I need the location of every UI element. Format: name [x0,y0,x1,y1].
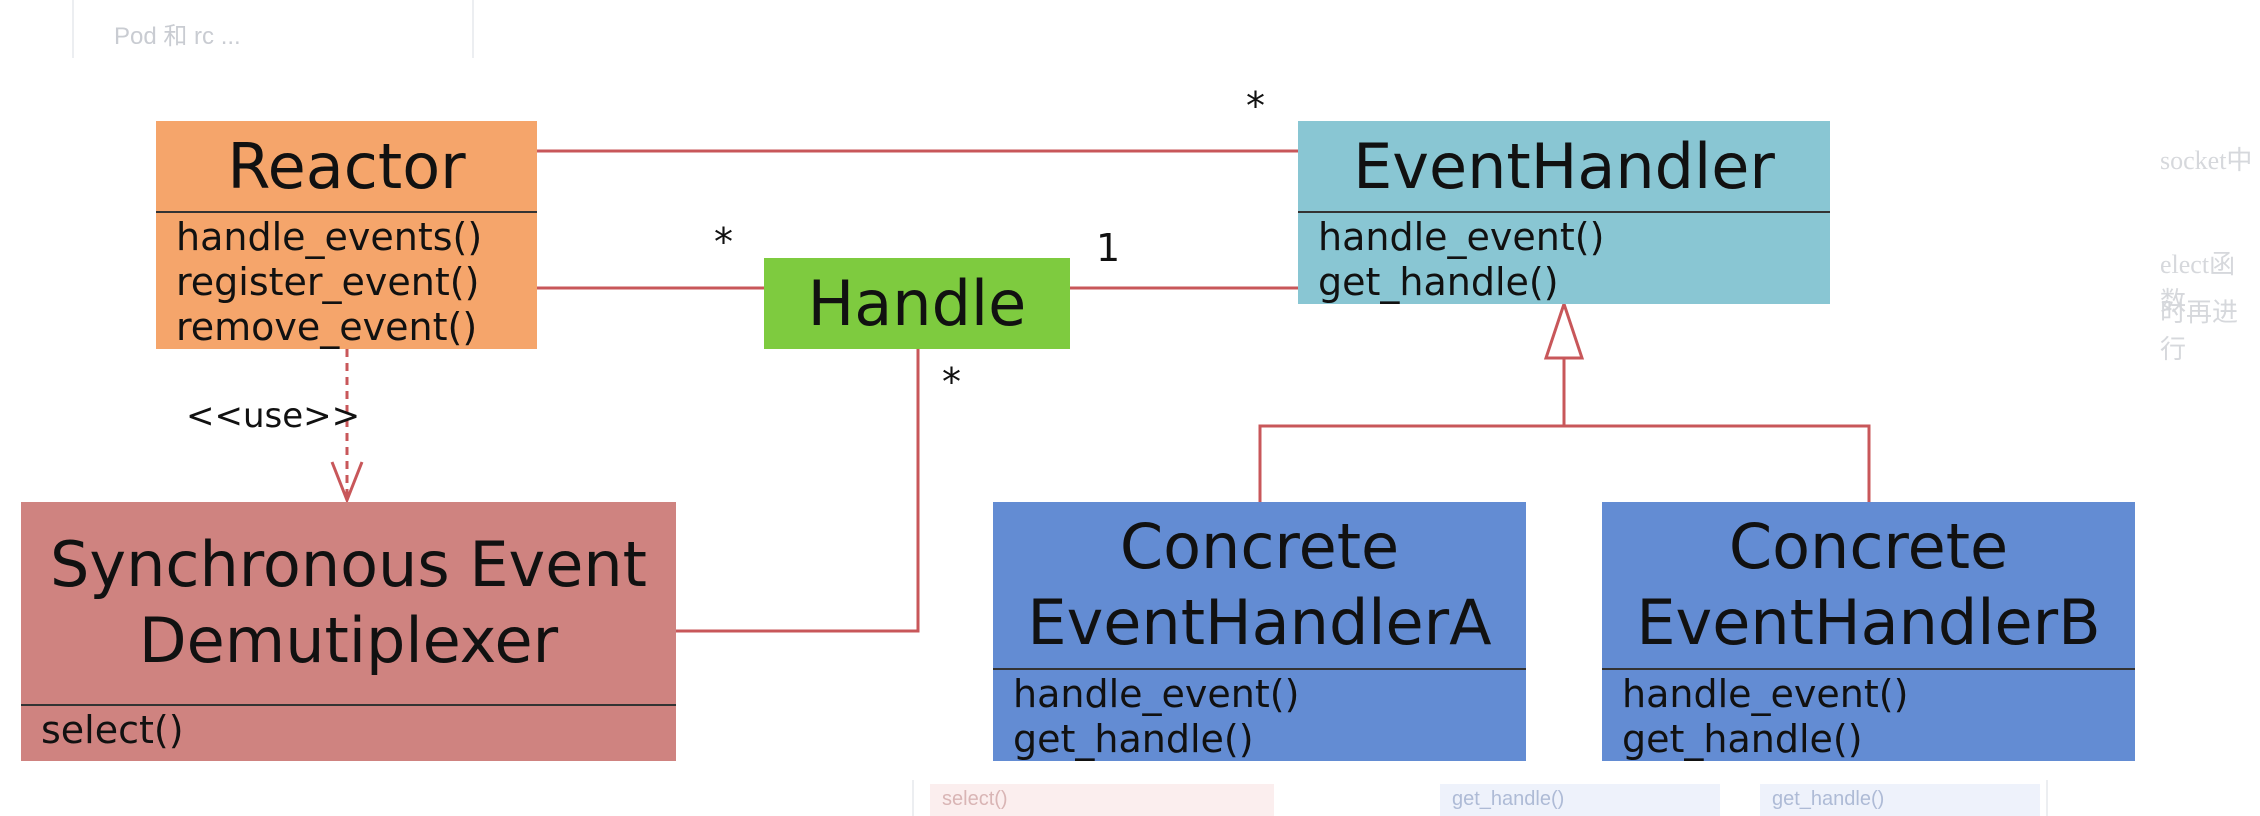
ghost-right-text-3: 时再进行 [2160,298,2239,364]
use-dependency-arrowhead [330,461,364,505]
concrete-b-title-line2: EventHandlerB [1636,586,2101,659]
concrete-b-op-handle-event: handle_event() [1622,672,1909,716]
reactor-class: Reactor handle_events() register_event()… [156,121,537,349]
demultiplexer-operations: select() [21,706,676,753]
ghost-panel-divider [472,0,474,58]
mult-reactor-eventhandler: * [1246,84,1265,128]
ghost-panel-left [72,0,74,58]
use-stereotype-label: <<use>> [186,396,361,436]
concrete-a-op-get-handle: get_handle() [1013,717,1254,761]
concrete-a-title-line2: EventHandlerA [1027,586,1492,659]
mult-reactor-handle: * [714,220,733,264]
ghost-right-text-1: socket中 [2160,146,2253,175]
inheritance-tree [1258,358,1566,502]
ghost-bottom-bar-get-handle-a: get_handle() [1440,784,1720,816]
demultiplexer-title-line1: Synchronous Event [50,528,647,601]
inheritance-branch-b [1564,424,1871,502]
mult-handle-demux: * [942,360,961,404]
eventhandler-title: EventHandler [1298,121,1830,213]
concrete-eventhandler-a-class: Concrete EventHandlerA handle_event() ge… [993,502,1526,761]
concrete-b-title: Concrete EventHandlerB [1602,502,2135,670]
reactor-op-register-event: register_event() [176,260,480,304]
concrete-a-title-line1: Concrete [1119,510,1400,583]
concrete-b-op-get-handle: get_handle() [1622,717,1863,761]
concrete-b-operations: handle_event() get_handle() [1602,670,2135,762]
reactor-title: Reactor [156,121,537,213]
ghost-bottom-edge [2046,780,2048,816]
reactor-operations: handle_events() register_event() remove_… [156,213,537,350]
concrete-a-title: Concrete EventHandlerA [993,502,1526,670]
mult-handle-eventhandler: 1 [1096,226,1121,270]
eventhandler-op-get-handle: get_handle() [1318,260,1559,304]
demultiplexer-title-line2: Demutiplexer [138,604,559,677]
reactor-op-handle-events: handle_events() [176,215,483,259]
ghost-bottom-divider [912,780,914,816]
ghost-right-text-2: elect函数 [2160,250,2236,316]
concrete-a-operations: handle_event() get_handle() [993,670,1526,762]
handle-demux-association [676,349,920,633]
handle-class: Handle [764,258,1070,349]
concrete-eventhandler-b-class: Concrete EventHandlerB handle_event() ge… [1602,502,2135,761]
ghost-bottom-bar-get-handle-b: get_handle() [1760,784,2040,816]
inheritance-triangle [1543,299,1585,360]
ghost-top-text: Pod 和 rc ... [114,23,241,50]
concrete-b-title-line1: Concrete [1728,510,2009,583]
demultiplexer-title: Synchronous Event Demutiplexer [21,502,676,706]
ghost-bottom-bar-select: select() [930,784,1274,816]
reactor-op-remove-event: remove_event() [176,305,478,349]
eventhandler-op-handle-event: handle_event() [1318,215,1605,259]
concrete-a-op-handle-event: handle_event() [1013,672,1300,716]
demultiplexer-op-select: select() [41,708,184,752]
demultiplexer-class: Synchronous Event Demutiplexer select() [21,502,676,761]
eventhandler-operations: handle_event() get_handle() [1298,213,1830,305]
eventhandler-class: EventHandler handle_event() get_handle() [1298,121,1830,304]
